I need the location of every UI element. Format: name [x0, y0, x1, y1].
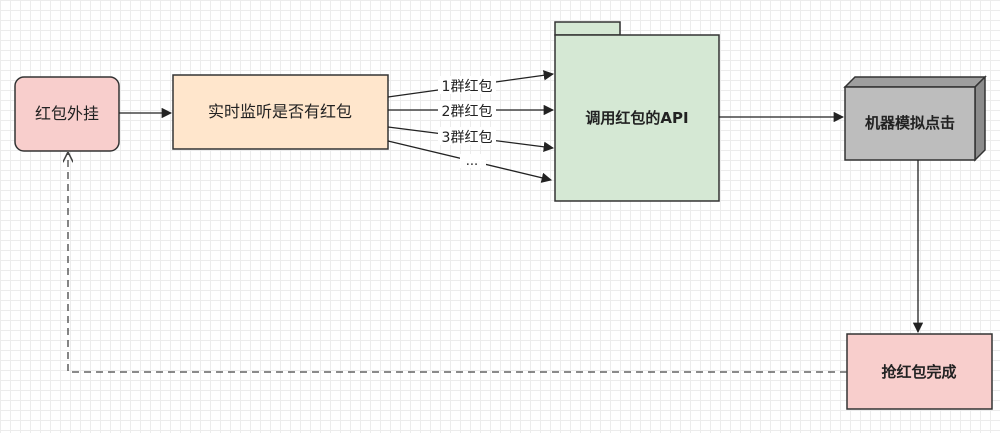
node-api-tab [554, 21, 621, 36]
node-api: 调用红包的API [554, 21, 720, 202]
node-api-box [554, 34, 720, 202]
edge-label-group2-wrap: 2群红包 [438, 101, 496, 120]
node-plugin: 红包外挂 [14, 76, 120, 152]
edge-label-group2: 2群红包 [442, 104, 493, 120]
node-done-box [846, 333, 993, 410]
node-monitor-box [172, 74, 389, 150]
node-plugin-label: 红包外挂 [35, 104, 99, 123]
node-machine-top [843, 76, 987, 88]
edge-label-group3: 3群红包 [442, 130, 493, 146]
edge-label-group1-wrap: 1群红包 [438, 76, 496, 95]
node-monitor-label: 实时监听是否有红包 [208, 102, 352, 121]
node-done: 抢红包完成 [846, 333, 993, 410]
node-machine-side [974, 75, 986, 162]
node-plugin-box [14, 76, 120, 152]
edge-label-group1: 1群红包 [442, 79, 493, 95]
edge-done-to-plugin [68, 153, 847, 373]
edge-label-more: ... [466, 154, 478, 169]
node-done-label: 抢红包完成 [881, 363, 956, 381]
node-machine-box [844, 86, 976, 161]
node-monitor: 实时监听是否有红包 [172, 74, 389, 150]
node-api-label: 调用红包的API [585, 109, 688, 127]
edge-label-group3-wrap: 3群红包 [438, 127, 496, 146]
node-machine-label: 机器模拟点击 [865, 114, 955, 132]
edge-label-more-wrap: ... [460, 154, 486, 169]
node-machine: 机器模拟点击 [843, 75, 987, 162]
